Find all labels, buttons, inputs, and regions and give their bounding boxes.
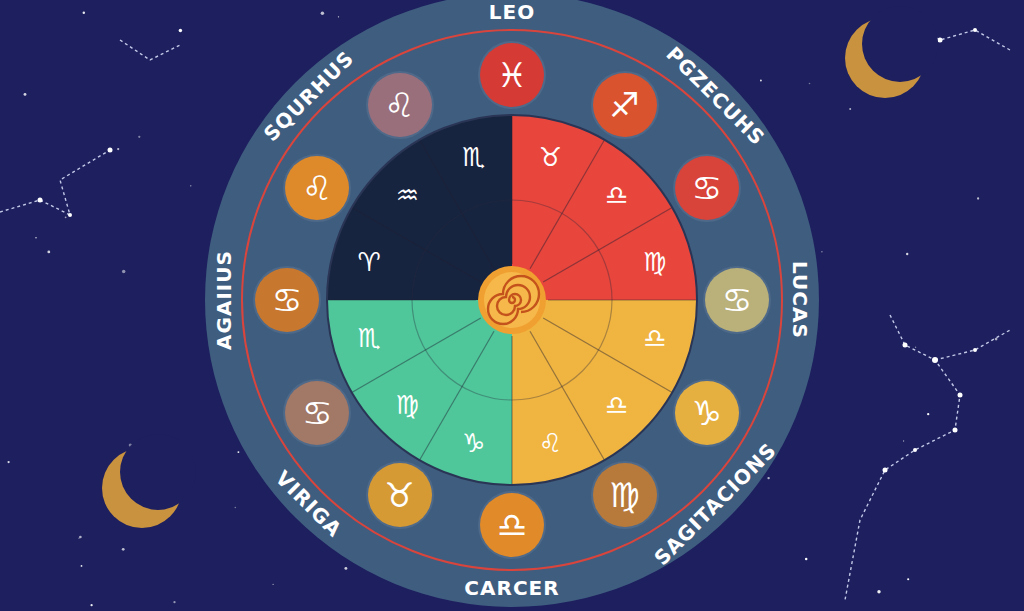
star xyxy=(79,536,82,539)
sign-circle: ♌ xyxy=(368,73,432,137)
division-line xyxy=(511,115,512,264)
quadrant-wedge xyxy=(327,300,512,485)
star xyxy=(24,93,27,96)
inner-circle xyxy=(412,200,612,400)
zodiac-glyph: ♎ xyxy=(605,391,628,419)
zodiac-glyph: ♑ xyxy=(462,429,485,457)
zodiac-glyph: ♏ xyxy=(357,324,380,352)
star xyxy=(47,250,50,253)
star xyxy=(903,440,904,441)
star xyxy=(272,584,273,585)
zodiac-glyph: ♍ xyxy=(609,476,639,514)
zodiac-glyph: ♋ xyxy=(272,281,302,319)
star xyxy=(190,185,191,186)
star xyxy=(927,413,929,415)
ring-label: CARCER xyxy=(464,577,559,599)
star xyxy=(235,507,237,509)
star xyxy=(849,108,851,110)
zodiac-glyph: ♈ xyxy=(357,248,380,276)
star xyxy=(7,461,9,463)
star xyxy=(321,11,325,15)
star xyxy=(237,451,239,453)
star xyxy=(81,565,83,567)
zodiac-glyph: ♌ xyxy=(384,86,414,124)
zodiac-glyph: ♋ xyxy=(722,281,752,319)
zodiac-glyph: ♌ xyxy=(302,169,332,207)
sign-circle: ♌ xyxy=(285,156,349,220)
star xyxy=(83,12,85,14)
wheel-rim xyxy=(327,115,697,485)
zodiac-glyph: ♏ xyxy=(462,143,485,171)
star xyxy=(179,29,182,32)
sign-circle: ♓ xyxy=(480,43,544,107)
zodiac-glyph: ♐ xyxy=(609,86,639,124)
star xyxy=(338,16,339,17)
zodiac-glyph: ♋ xyxy=(692,169,722,207)
zodiac-glyph: ♌ xyxy=(539,429,562,457)
zodiac-glyph: ♒ xyxy=(396,181,419,209)
zodiac-glyph: ♑ xyxy=(692,394,722,432)
sign-circle: ♎ xyxy=(480,493,544,557)
ring-label: AGAIIUS xyxy=(213,250,235,350)
star xyxy=(122,548,125,551)
star xyxy=(344,567,347,570)
zodiac-glyph: ♍ xyxy=(643,248,666,276)
zodiac-glyph: ♎ xyxy=(643,324,666,352)
ring-label: LUCAS xyxy=(789,261,811,339)
quadrant-wedges xyxy=(327,115,697,485)
zodiac-glyph: ♎ xyxy=(497,506,527,544)
sign-circle: ♐ xyxy=(593,73,657,137)
star xyxy=(117,148,119,150)
star xyxy=(767,477,769,479)
zodiac-glyph: ♉ xyxy=(539,143,562,171)
star xyxy=(805,558,808,561)
zodiac-glyph: ♋ xyxy=(302,394,332,432)
star xyxy=(907,578,909,580)
sign-circle: ♋ xyxy=(285,381,349,445)
sign-circle: ♑ xyxy=(675,381,739,445)
star xyxy=(173,601,175,603)
zodiac-glyph: ♎ xyxy=(605,181,628,209)
quadrant-wedge xyxy=(327,115,512,300)
star xyxy=(809,83,811,85)
quadrant-wedge xyxy=(512,115,697,300)
sign-circle: ♉ xyxy=(368,463,432,527)
star xyxy=(977,197,979,199)
star xyxy=(760,80,762,82)
star xyxy=(122,270,126,274)
star xyxy=(915,347,916,348)
star xyxy=(90,604,92,606)
zodiac-glyph: ♓ xyxy=(497,56,527,94)
ring-line xyxy=(242,30,782,570)
sign-circle: ♍ xyxy=(593,463,657,527)
star xyxy=(65,216,67,218)
sun-center xyxy=(478,266,546,334)
division-line xyxy=(511,336,512,485)
zodiac-glyph: ♉ xyxy=(384,476,414,514)
star xyxy=(821,251,822,252)
division-line xyxy=(548,299,697,300)
star xyxy=(78,538,79,539)
star xyxy=(906,253,908,255)
ring-label: LEO xyxy=(489,1,535,23)
star xyxy=(877,590,880,593)
star xyxy=(138,136,140,138)
sign-circle: ♋ xyxy=(705,268,769,332)
sign-circle: ♋ xyxy=(255,268,319,332)
division-line xyxy=(327,299,476,300)
star xyxy=(35,237,37,239)
outer-ring xyxy=(205,0,819,607)
sign-circle: ♋ xyxy=(675,156,739,220)
zodiac-glyph: ♍ xyxy=(396,391,419,419)
quadrant-wedge xyxy=(512,300,697,485)
star-field xyxy=(7,11,997,606)
